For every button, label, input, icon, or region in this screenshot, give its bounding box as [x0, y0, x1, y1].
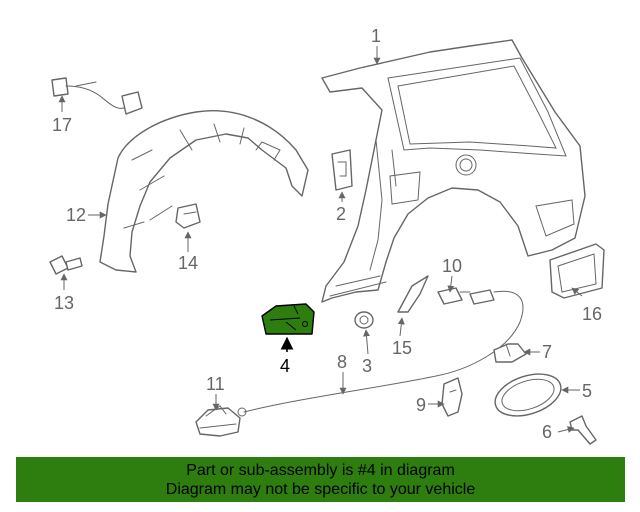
diagram-notice-banner: Part or sub-assembly is #4 in diagram Di…: [16, 457, 625, 502]
wheel-liner-part[interactable]: [99, 110, 309, 273]
callout-6: 6: [542, 422, 552, 442]
notice-line-part: Part or sub-assembly is #4 in diagram: [186, 462, 455, 479]
grommet-part[interactable]: [354, 311, 374, 329]
callout-1: 1: [371, 26, 381, 46]
callout-9: 9: [416, 395, 426, 415]
callout-16: 16: [582, 304, 602, 324]
callout-14: 14: [178, 253, 198, 273]
release-cable-part[interactable]: [237, 289, 524, 417]
lock-actuator-part[interactable]: [437, 287, 471, 305]
parts-diagram: 1 17 12 14 13 2 4 3 15 10 8 11 16 7 5 9 …: [49, 26, 605, 445]
latch-bracket-part[interactable]: [441, 377, 463, 417]
callout-labels: 1 17 12 14 13 2 4 3 15 10 8 11 16 7 5 9 …: [52, 26, 602, 442]
screw-part[interactable]: [569, 415, 597, 445]
wire-harness-part[interactable]: [51, 77, 143, 115]
release-lever-part[interactable]: [195, 405, 241, 437]
callout-13: 13: [54, 293, 74, 313]
callout-7: 7: [542, 342, 552, 362]
quarter-panel-part[interactable]: [321, 39, 586, 303]
bracket-part-2[interactable]: [331, 149, 353, 191]
fuel-door-part[interactable]: [490, 366, 566, 423]
callout-11: 11: [206, 374, 225, 394]
fuel-door-housing-part[interactable]: [549, 243, 605, 299]
seal-strip-part[interactable]: [397, 275, 429, 313]
callout-17: 17: [52, 115, 72, 135]
clip-part-14[interactable]: [175, 203, 201, 229]
leader-lines: [58, 46, 583, 433]
callout-2: 2: [336, 204, 346, 224]
callout-5: 5: [582, 381, 592, 401]
callout-8: 8: [337, 352, 347, 372]
callout-15: 15: [392, 338, 412, 358]
fuel-door-hinge-part[interactable]: [261, 303, 315, 335]
bracket-part-7[interactable]: [493, 343, 527, 363]
push-clip-part[interactable]: [49, 255, 83, 275]
callout-10: 10: [442, 256, 462, 276]
callout-4: 4: [280, 356, 290, 376]
callout-12: 12: [66, 205, 86, 225]
notice-line-disclaimer: Diagram may not be specific to your vehi…: [165, 481, 476, 498]
callout-3: 3: [362, 356, 372, 376]
